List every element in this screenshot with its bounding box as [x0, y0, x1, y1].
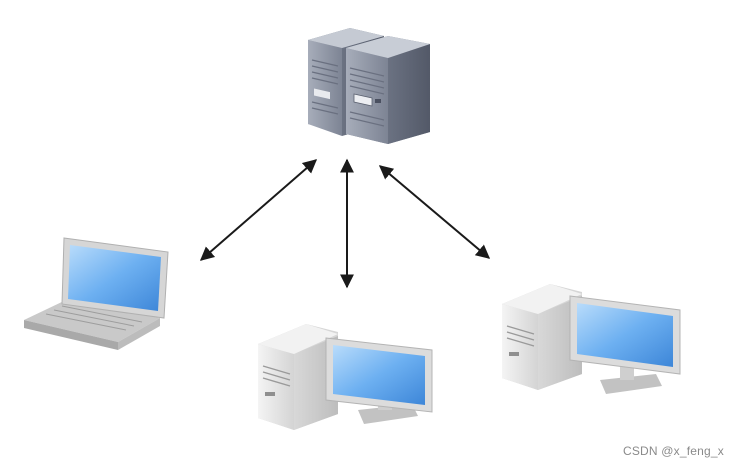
desktop-computer-icon — [258, 324, 433, 430]
connection-arrows — [199, 158, 491, 289]
arrow-server-desktop-right — [378, 165, 491, 259]
watermark-text: CSDN @x_feng_x — [622, 444, 724, 458]
laptop-icon — [24, 237, 169, 350]
server-rack-icon — [308, 28, 430, 144]
desktop-computer-icon — [502, 284, 681, 394]
arrow-server-laptop — [199, 159, 318, 261]
